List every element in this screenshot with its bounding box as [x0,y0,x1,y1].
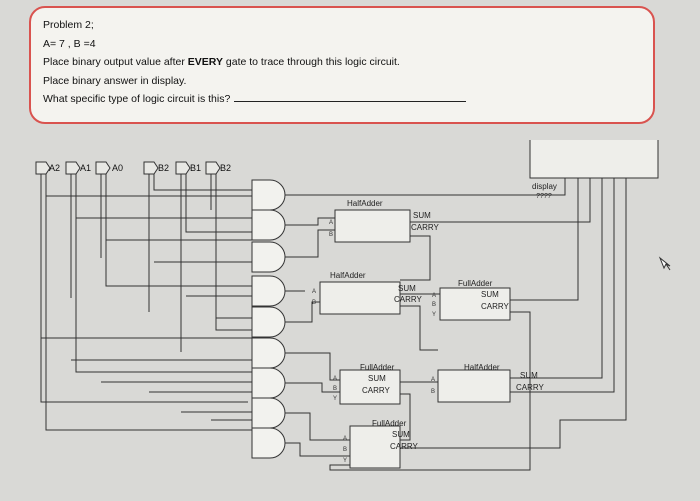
and-gates [251,179,286,459]
input-pins: A2 A1 A0 B2 B1 B2 [35,161,231,175]
block-title: FullAdder [360,363,395,372]
instruction-suffix: gate to trace through this logic circuit… [222,56,400,68]
port-a: A [329,220,333,226]
port-b: B [431,389,435,395]
question-text: What specific type of logic circuit is t… [43,93,231,105]
block-title: HalfAdder [464,363,500,372]
display-value: ???? [536,193,552,200]
pin-label: B1 [190,163,201,173]
problem-instruction-2: Place binary answer in display. [43,74,187,87]
port-sum: SUM [392,430,410,439]
port-c: Y [432,312,436,318]
half-adder-3[interactable]: HalfAdder A B SUM CARRY [431,363,545,403]
problem-values: A= 7 , B =4 [43,37,96,50]
and-gate-6[interactable] [251,337,286,369]
port-b: B [312,300,316,306]
pin-label: A2 [49,163,60,173]
problem-box: Problem 2; A= 7 , B =4 Place binary outp… [29,6,655,124]
block-title: HalfAdder [330,271,366,280]
and-gate-5[interactable] [251,306,286,338]
input-bus [40,174,252,431]
and-gate-1[interactable] [251,179,286,211]
half-adder-1[interactable]: HalfAdder A B SUM CARRY [329,199,440,243]
port-c: Y [333,396,337,402]
gate-output-wires [285,185,627,471]
port-sum: SUM [368,374,386,383]
port-b: B [432,302,436,308]
port-carry: CARRY [411,223,440,232]
port-b: B [329,232,333,238]
port-a: A [333,376,337,382]
port-carry: CARRY [516,383,545,392]
port-a: A [312,289,316,295]
port-carry: CARRY [394,295,423,304]
port-carry: CARRY [362,386,391,395]
problem-instruction: Place binary output value after EVERY ga… [43,53,641,72]
instruction-prefix: Place binary output value after [43,56,188,68]
block-title: FullAdder [458,279,493,288]
pin-label: A0 [112,163,123,173]
pin-label: A1 [80,163,91,173]
and-gate-2[interactable] [251,209,286,241]
pin-label: B2 [220,163,231,173]
port-sum: SUM [398,284,416,293]
logic-circuit-diagram: A2 A1 A0 B2 B1 B2 [35,140,671,471]
and-gate-3[interactable] [251,241,286,273]
port-c: Y [343,458,347,464]
and-gate-8[interactable] [251,397,286,429]
problem-title: Problem 2; [43,19,94,31]
block-title: FullAdder [372,419,407,428]
full-adder-3[interactable]: FullAdder A B Y SUM CARRY [343,419,419,469]
block-title: HalfAdder [347,199,383,208]
port-a: A [343,436,347,442]
full-adder-1[interactable]: FullAdder A B Y SUM CARRY [432,279,511,321]
input-pin-a1[interactable]: A1 [65,161,91,175]
port-sum: SUM [520,371,538,380]
port-carry: CARRY [481,302,510,311]
and-gate-7[interactable] [251,367,286,399]
input-pin-b0[interactable]: B2 [205,161,231,175]
port-b: B [333,386,337,392]
port-sum: SUM [481,290,499,299]
port-a: A [432,293,436,299]
mouse-cursor-icon [658,256,671,271]
and-gate-4[interactable] [251,275,286,307]
and-gate-9[interactable] [251,427,286,459]
display: display ???? [529,140,659,200]
port-a: A [431,377,435,383]
display-label: display [532,182,557,191]
pin-label: B2 [158,163,169,173]
half-adder-2[interactable]: HalfAdder A B SUM CARRY [312,271,423,315]
port-carry: CARRY [390,442,419,451]
input-pin-a2[interactable]: A2 [35,161,60,175]
input-pin-b2[interactable]: B2 [143,161,169,175]
problem-question: What specific type of logic circuit is t… [43,90,641,109]
input-pin-b1[interactable]: B1 [175,161,201,175]
answer-blank[interactable] [234,90,467,102]
port-sum: SUM [413,211,431,220]
full-adder-2[interactable]: FullAdder A B Y SUM CARRY [333,363,401,405]
input-pin-a0[interactable]: A0 [95,161,123,175]
port-b: B [343,447,347,453]
instruction-bold: EVERY [187,56,223,68]
